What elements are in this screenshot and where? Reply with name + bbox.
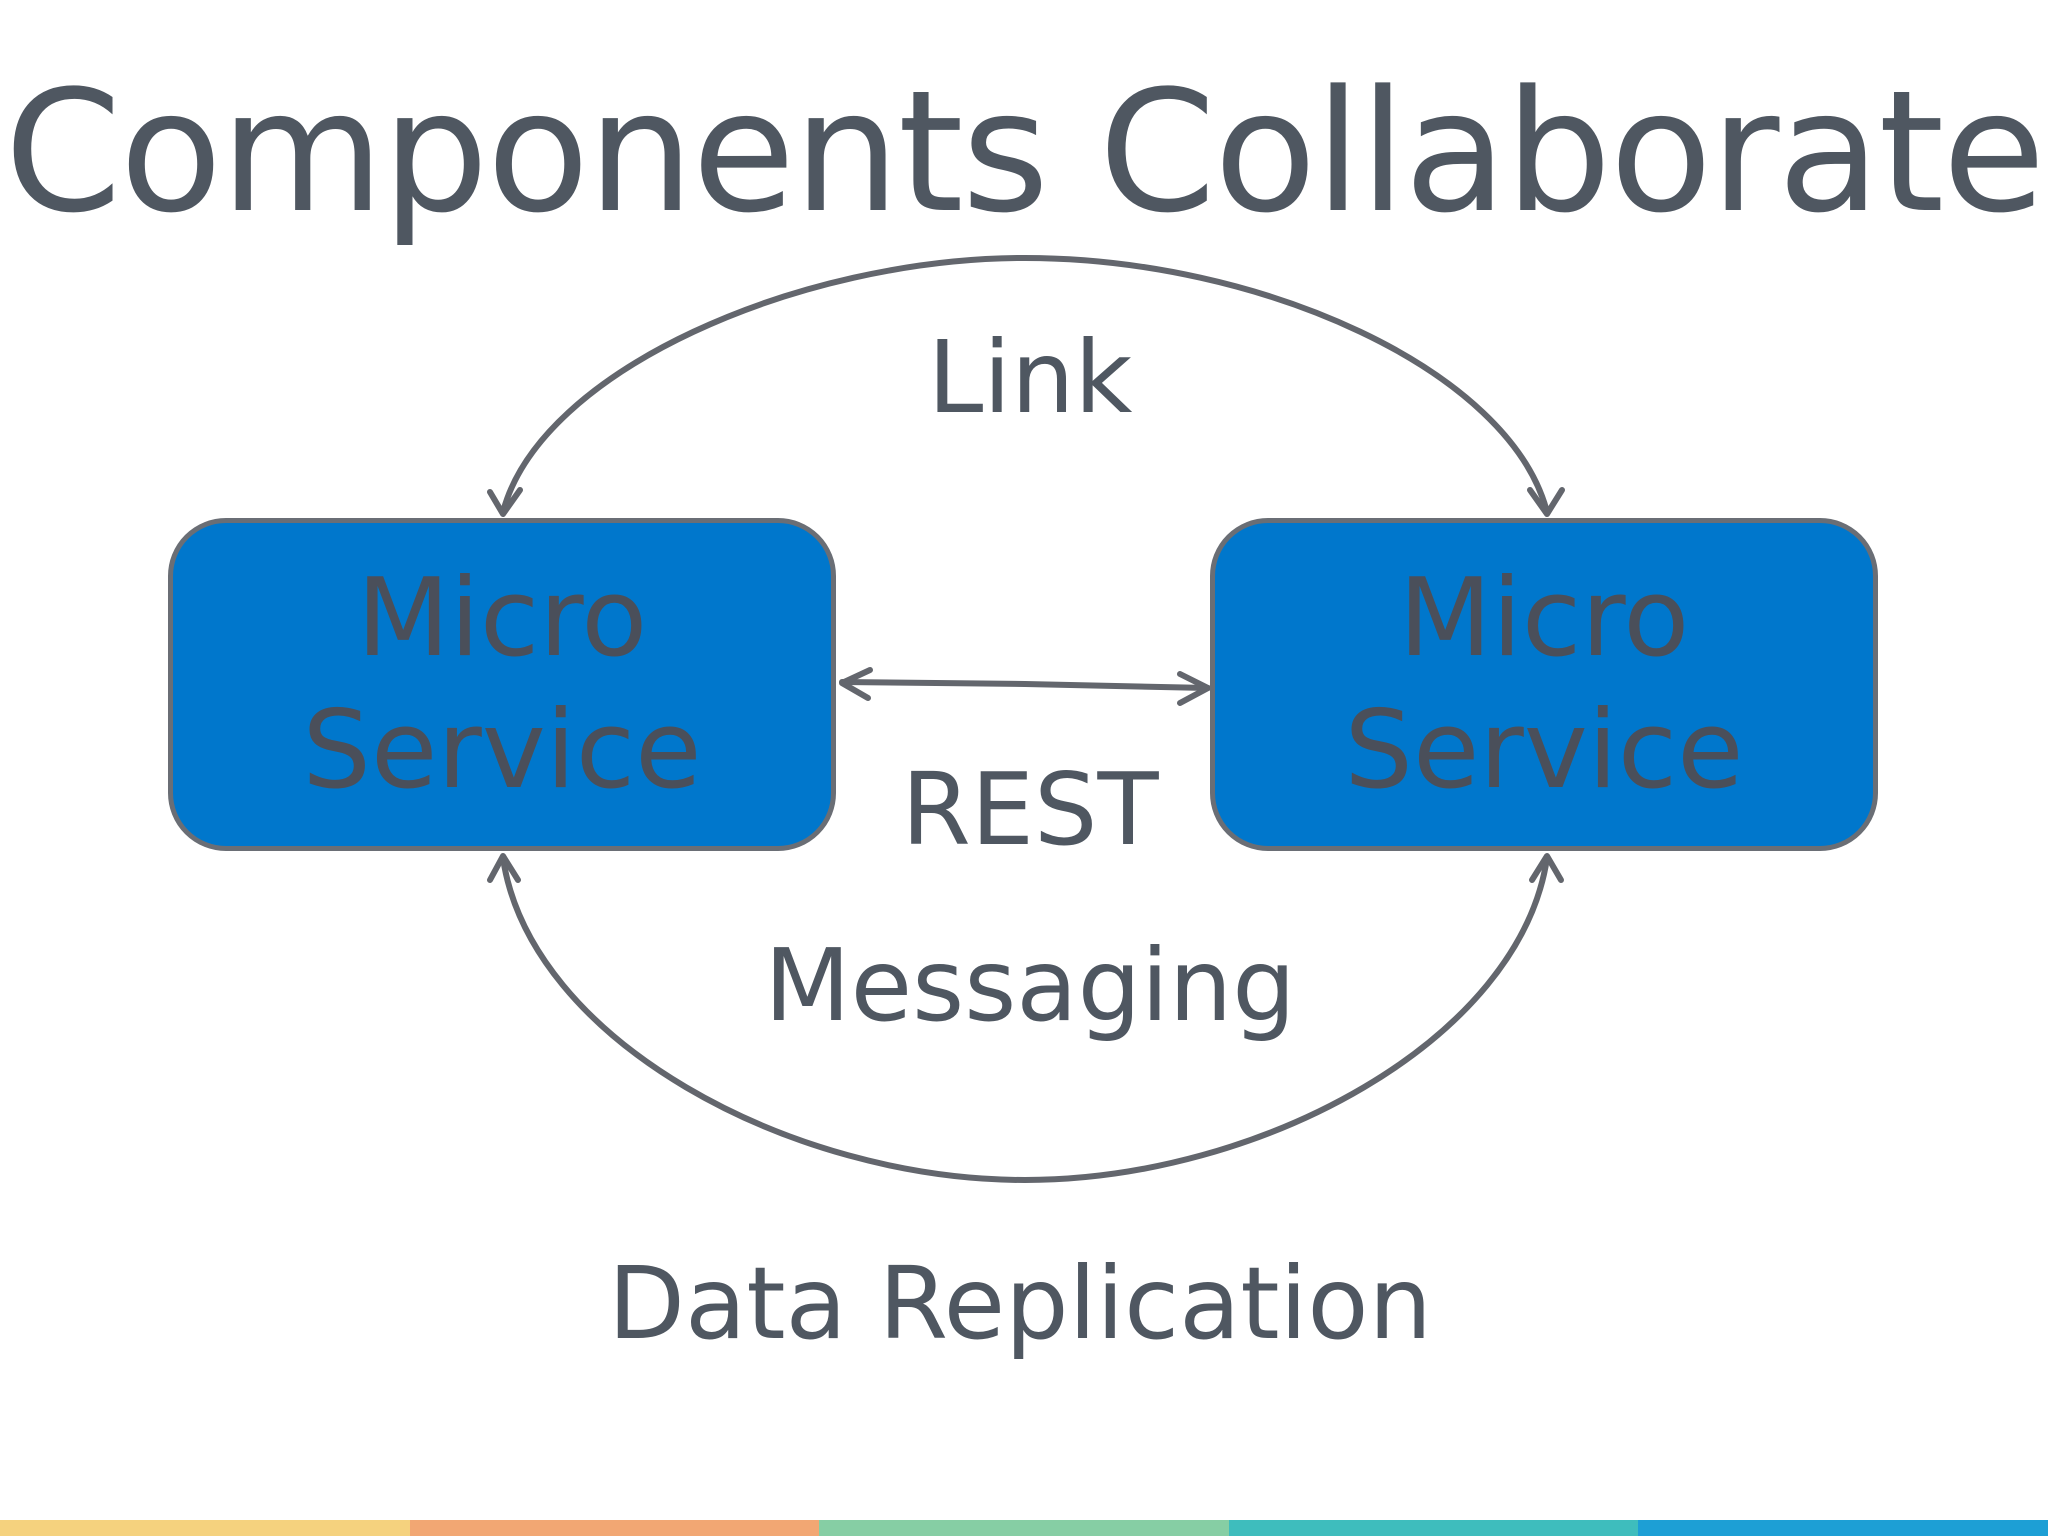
- link-label: Link: [927, 319, 1133, 436]
- slide-title: Components Collaborate: [4, 54, 2045, 250]
- service-label-line1: Micro: [356, 555, 648, 681]
- rest-label: REST: [901, 751, 1159, 868]
- footer-segment: [1638, 1520, 2048, 1536]
- footer-color-bar: [0, 1520, 2048, 1536]
- service-label-line2: Service: [302, 687, 702, 813]
- footer-segment: [409, 1520, 820, 1536]
- link-arrowhead-right: [1527, 487, 1565, 517]
- link-arc: [500, 255, 1550, 515]
- micro-service-box-left: Micro Service: [168, 518, 836, 851]
- messaging-label: Messaging: [764, 927, 1296, 1044]
- micro-service-box-right: Micro Service: [1210, 518, 1878, 851]
- footer-segment: [819, 1520, 1229, 1536]
- replication-arc: [500, 855, 1550, 1183]
- replication-arrowhead-left: [487, 853, 521, 883]
- footer-segment: [1228, 1520, 1639, 1536]
- rest-line: [839, 679, 1211, 691]
- data-replication-label: Data Replication: [608, 1245, 1432, 1362]
- rest-arrowhead-left: [839, 667, 873, 701]
- link-arrowhead-left: [487, 487, 523, 517]
- rest-arrowhead-right: [1177, 671, 1211, 706]
- service-label-line1: Micro: [1398, 555, 1690, 681]
- footer-segment: [0, 1520, 410, 1536]
- service-label-line2: Service: [1344, 687, 1744, 813]
- replication-arrowhead-right: [1529, 853, 1564, 883]
